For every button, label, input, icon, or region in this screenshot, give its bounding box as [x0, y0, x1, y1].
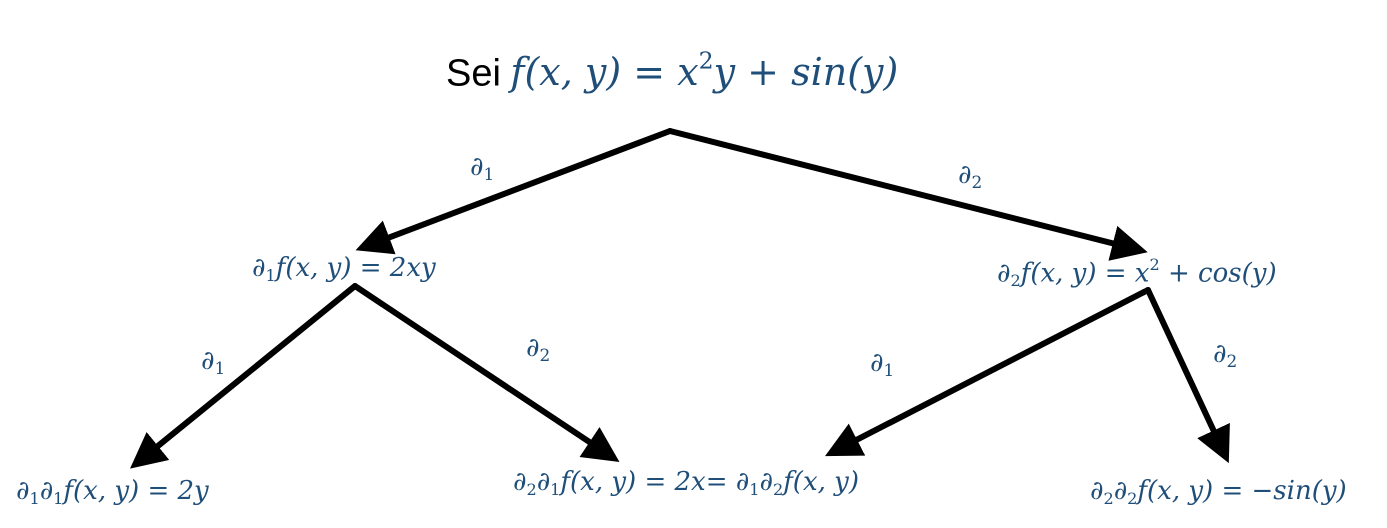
edge-label-op: ∂ — [201, 346, 215, 376]
node-d2d2f: ∂2∂2f(x, y) = −sin(y) — [1090, 478, 1347, 507]
node-op: ∂ — [1090, 476, 1104, 506]
edge-label-sub: 2 — [971, 172, 983, 193]
edge-label-op: ∂ — [470, 152, 484, 182]
edge-label-sub: 1 — [214, 358, 226, 379]
node-sub: 1 — [265, 265, 276, 285]
node-body: f(x, y) = −sin(y) — [1137, 476, 1347, 506]
node-sub: 1 — [550, 479, 561, 499]
diagram-title: Sei f(x, y) = x2y + sin(y) — [446, 47, 899, 95]
edge-label-sub: 1 — [883, 360, 895, 381]
edge-d2f-to-d2d2f — [1145, 287, 1230, 464]
title-function: f(x, y) = x2y + sin(y) — [510, 47, 899, 95]
title-function-rest: y + sin(y) — [713, 50, 899, 95]
node-op: ∂ — [735, 467, 750, 497]
node-tail: + cos(y) — [1159, 258, 1277, 289]
node-body: f(x, y) = x — [1020, 258, 1150, 289]
node-sub: 1 — [29, 488, 40, 508]
node-op: ∂ — [759, 467, 773, 497]
node-op: ∂ — [997, 258, 1011, 289]
edge-label-root-right: ∂2 — [958, 162, 982, 191]
node-d2f: ∂2f(x, y) = x2 + cos(y) — [997, 255, 1277, 291]
edge-label-sub: 2 — [539, 345, 551, 366]
node-d1f: ∂1f(x, y) = 2xy — [252, 255, 436, 284]
edge-label-sub: 2 — [1226, 351, 1238, 372]
edge-label-op: ∂ — [1213, 339, 1227, 369]
node-op: ∂ — [513, 467, 527, 497]
edge-d1f-to-d2d1f — [352, 283, 620, 462]
node-d1d1f: ∂1∂1f(x, y) = 2y — [16, 478, 209, 507]
edge-label-op: ∂ — [958, 160, 972, 190]
node-body: f(x, y) = 2xy — [275, 253, 436, 283]
node-body: f(x, y) — [783, 467, 859, 497]
node-sub: 2 — [1010, 271, 1021, 291]
node-op: ∂ — [39, 476, 54, 506]
edge-d2f-to-d2d1f — [824, 287, 1151, 457]
edge-label-d1f-right: ∂2 — [526, 335, 550, 364]
node-sub: 2 — [1103, 488, 1114, 508]
node-body: f(x, y) = 2y — [63, 476, 209, 506]
node-op: ∂ — [16, 476, 30, 506]
edge-label-root-left: ∂1 — [470, 154, 494, 183]
node-body: f(x, y) = 2x — [560, 467, 706, 497]
node-op: ∂ — [252, 253, 266, 283]
edge-label-d2f-right: ∂2 — [1213, 341, 1237, 370]
node-sub: 1 — [53, 488, 64, 508]
title-exponent: 2 — [698, 47, 714, 75]
edge-label-op: ∂ — [870, 348, 884, 378]
edge-label-op: ∂ — [526, 333, 540, 363]
node-op: ∂ — [536, 467, 551, 497]
node-sub: 2 — [772, 479, 784, 499]
edge-label-d2f-left: ∂1 — [870, 350, 894, 379]
node-sub: 2 — [526, 479, 537, 499]
edge-d1f-to-d1d1f — [130, 283, 358, 469]
node-d2d1f: ∂2∂1f(x, y) = 2x= ∂1∂2f(x, y) — [513, 469, 859, 498]
edge-root-to-d1f — [355, 128, 673, 255]
node-sub: 2 — [1127, 488, 1138, 508]
node-exponent: 2 — [1149, 255, 1160, 274]
node-op: ∂ — [1113, 476, 1128, 506]
title-function-lhs: f(x, y) = x — [510, 50, 699, 95]
node-sub: 1 — [749, 479, 760, 499]
title-prefix: Sei — [446, 52, 501, 95]
edge-root-to-d2f — [667, 128, 1148, 261]
node-equals: = — [705, 467, 736, 497]
edge-label-d1f-left: ∂1 — [201, 348, 225, 377]
edge-label-sub: 1 — [483, 164, 495, 185]
